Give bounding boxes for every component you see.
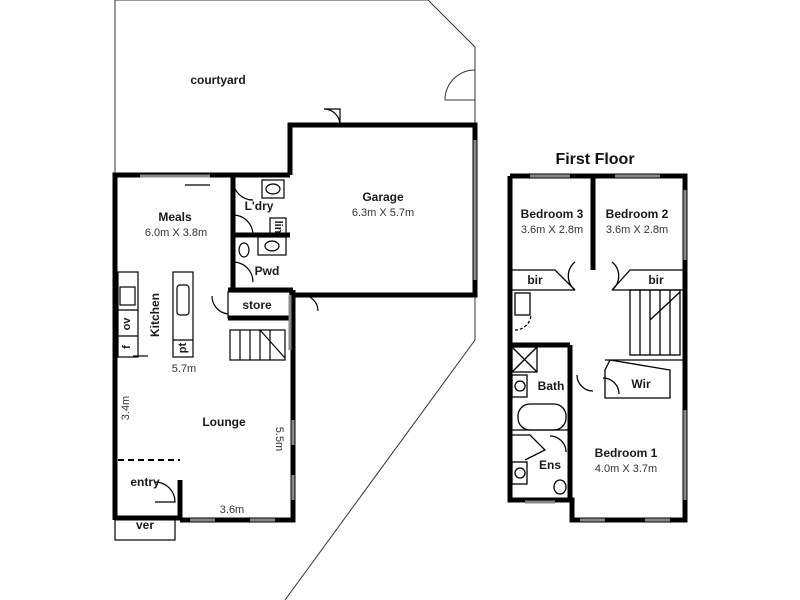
label-fridge: f [121,345,133,349]
label-kitchen: Kitchen [148,292,162,338]
label-bath: Bath [537,379,565,393]
label-powder: Pwd [254,264,280,278]
dim-bottom: 3.6m [219,504,245,516]
dim-right: 5.5m [273,426,285,452]
label-courtyard: courtyard [190,73,246,87]
dim-bedroom-3: 3.6m X 2.8m [520,224,584,236]
dim-left: 3.4m [120,395,132,421]
label-bedroom-2: Bedroom 2 [605,207,669,221]
label-entry: entry [130,475,160,489]
label-wir: Wir [631,377,651,391]
label-bir-left: bir [527,273,543,287]
label-verandah: ver [135,518,155,532]
label-oven: ov [121,317,133,331]
dim-meals: 6.0m X 3.8m [144,227,208,239]
label-pantry: pt [177,342,189,354]
label-bedroom-1: Bedroom 1 [594,446,658,460]
first-floor-walls [507,173,688,523]
label-linen: lin [272,220,284,234]
label-store: store [242,298,272,312]
dim-width-top: 5.7m [171,363,197,375]
dim-bedroom-1: 4.0m X 3.7m [594,463,658,475]
site-boundary [114,0,476,600]
dim-garage: 6.3m X 5.7m [351,207,415,219]
label-bir-right: bir [648,273,664,287]
label-lounge: Lounge [202,415,246,429]
first-floor-title: First Floor [555,151,635,168]
label-meals: Meals [158,210,192,224]
label-ensuite: Ens [538,458,562,472]
label-laundry: L'dry [244,199,274,213]
dim-bedroom-2: 3.6m X 2.8m [605,224,669,236]
label-garage: Garage [362,190,404,204]
label-bedroom-3: Bedroom 3 [520,207,584,221]
